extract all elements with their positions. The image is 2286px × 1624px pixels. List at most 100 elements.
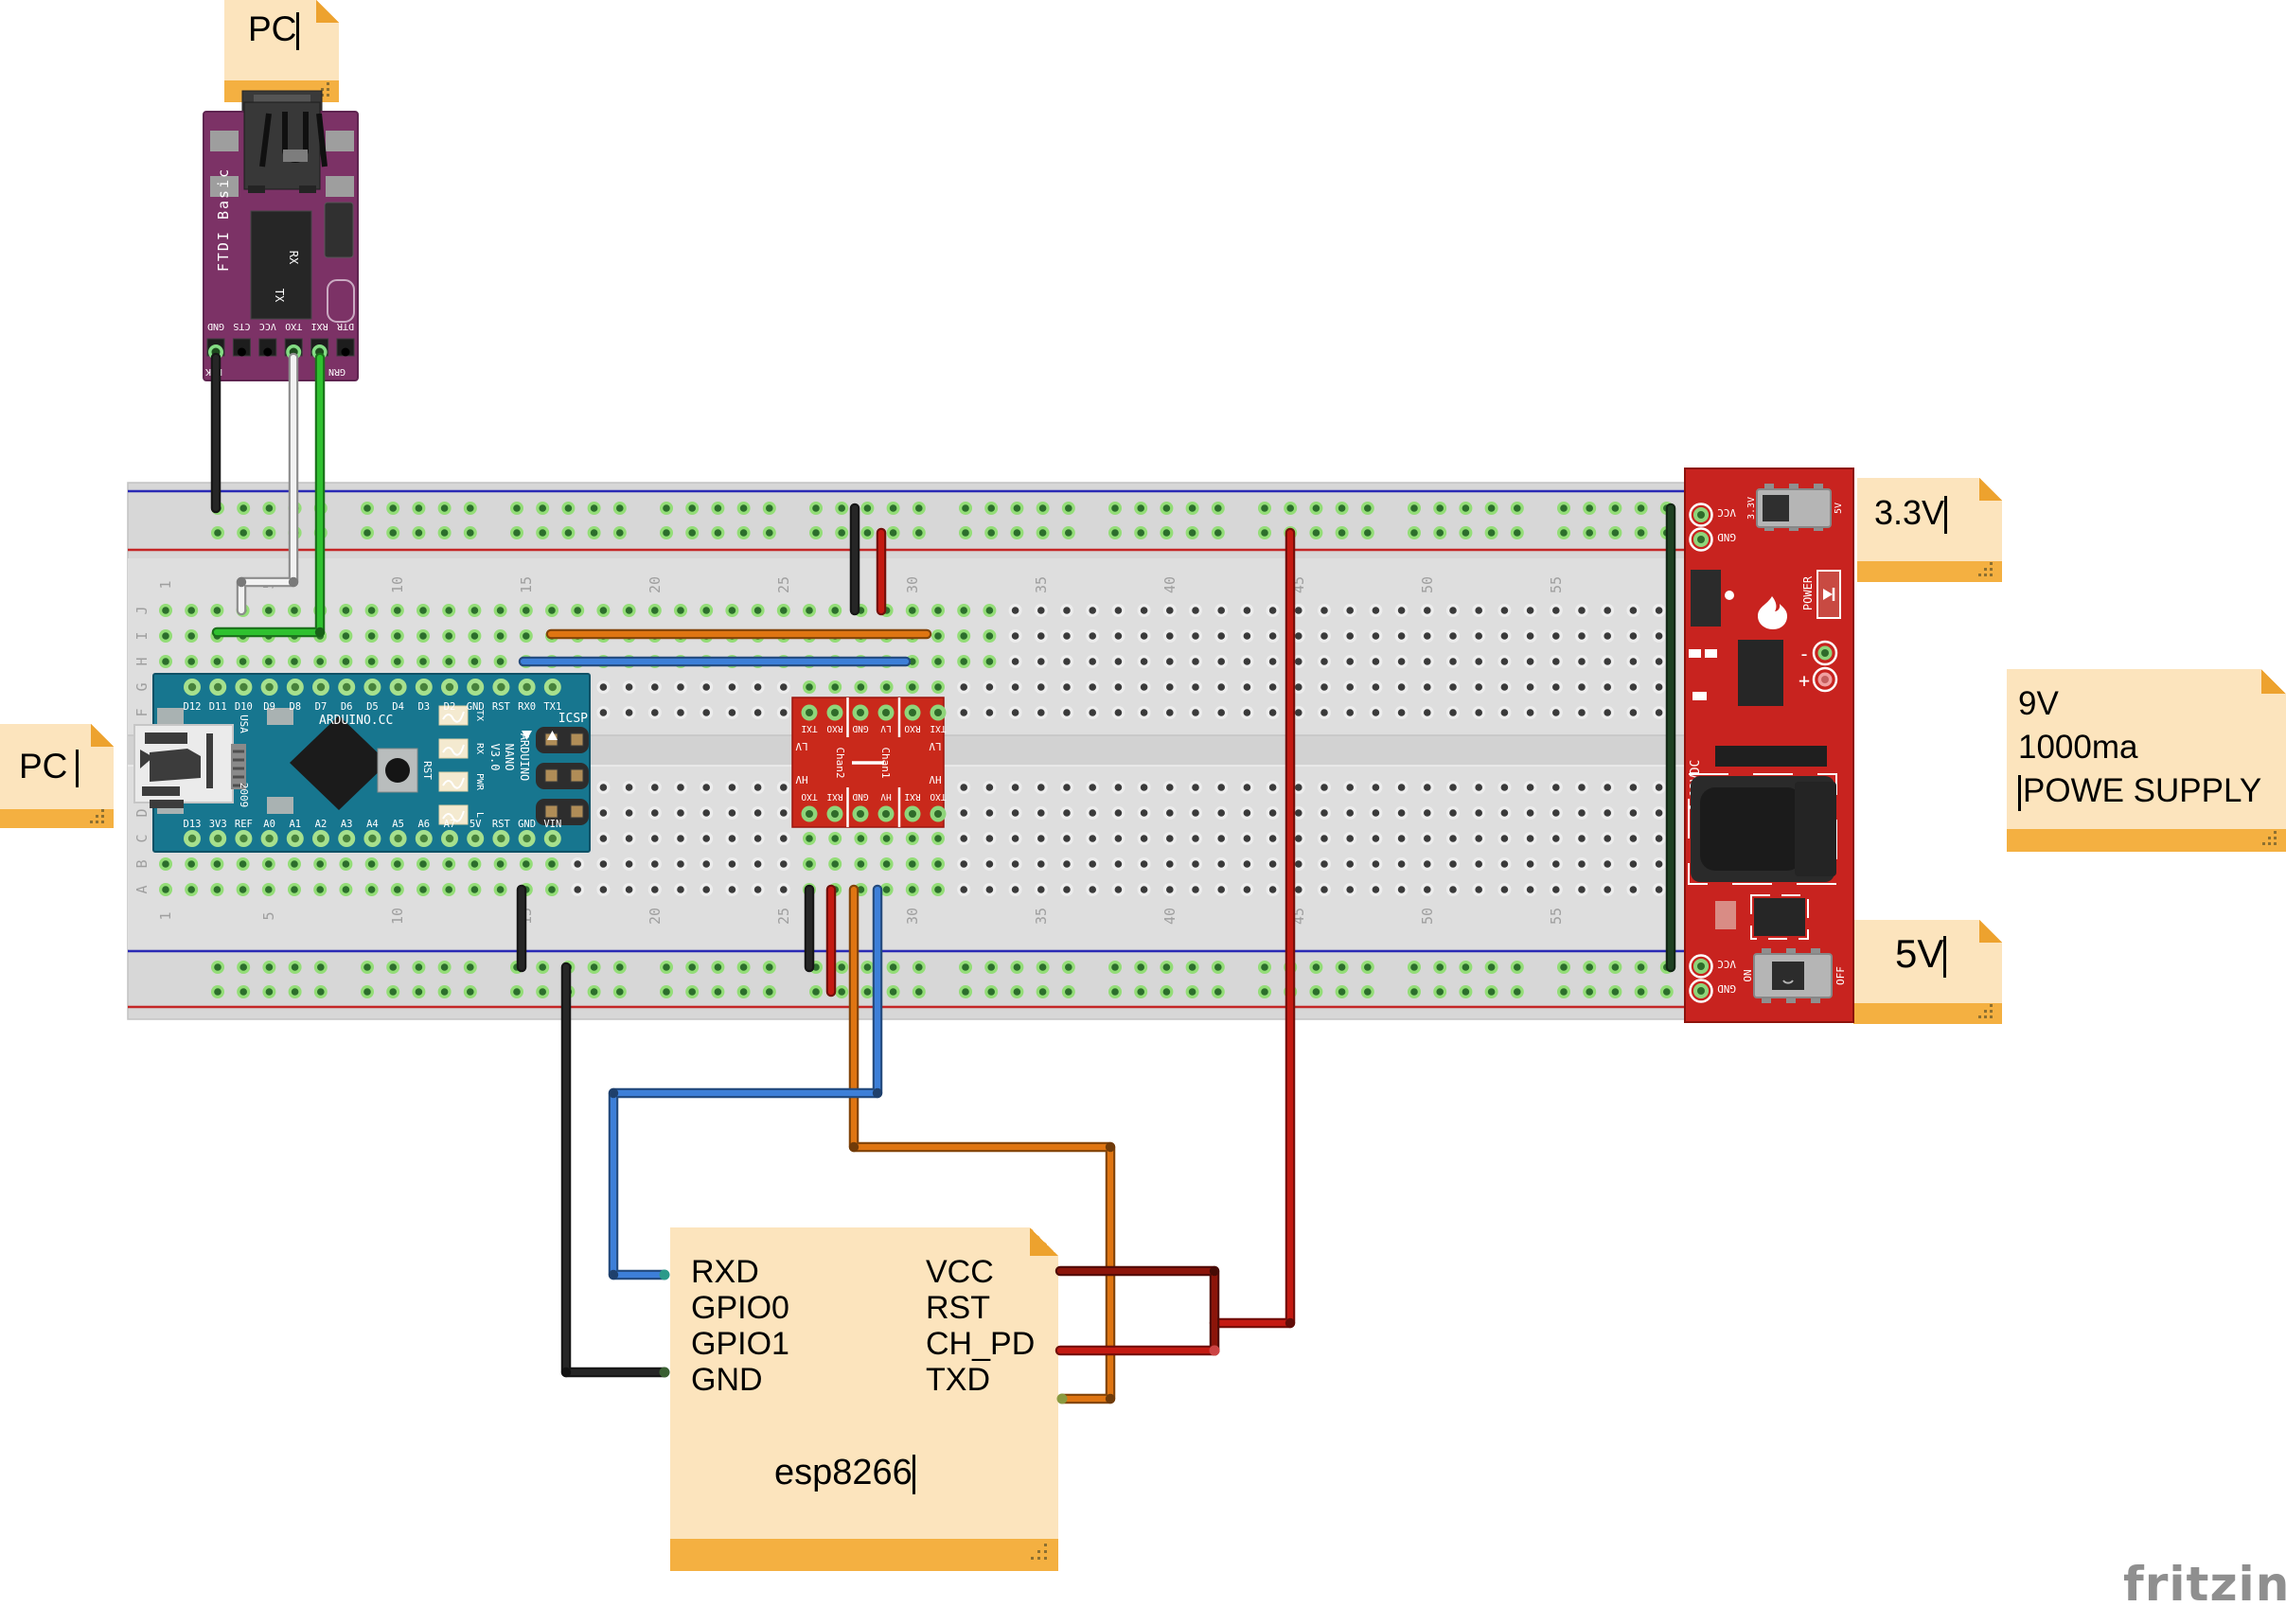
breadboard-power-supply-board[interactable]: VCC GND 3.3V 5V POWER: [1684, 468, 1854, 1023]
nano-year: 2009: [238, 783, 250, 808]
wire-esp-rxd-blue[interactable]: [608, 884, 883, 1280]
column-number: 1: [157, 580, 174, 589]
nano-led-label: L: [474, 812, 485, 818]
ftdi-pin-label: GND: [207, 321, 224, 331]
row-letter: D: [133, 808, 151, 817]
nano-pin-label: D7: [315, 701, 328, 713]
llc-pin-label: HV: [880, 791, 892, 802]
nano-pin-label: GND: [467, 701, 485, 713]
wire-esp-gnd-black[interactable]: [560, 962, 670, 1378]
note-line: POWE SUPPLY: [2018, 769, 2261, 813]
nano-led: [438, 771, 469, 792]
note-pc-left[interactable]: PC: [0, 724, 114, 828]
esp-pin-label: TXD: [926, 1362, 990, 1398]
nano-pin-label: RX0: [518, 701, 536, 713]
note-5v[interactable]: 5V: [1853, 920, 2002, 1024]
note-power-supply[interactable]: 9V 1000ma POWE SUPPLY: [2007, 669, 2286, 852]
nano-led-label: RX: [474, 743, 485, 754]
ftdi-pin-label: CTS: [233, 321, 250, 331]
nano-pin-label: A6: [417, 819, 430, 830]
note-text: PC: [248, 9, 297, 48]
note-strip: [1853, 1003, 2002, 1024]
row-letter: H: [133, 657, 151, 665]
note-strip: [2007, 829, 2286, 852]
wire-esp-vcc-dark-red[interactable]: [1054, 1265, 1220, 1356]
row-letter: J: [133, 606, 151, 614]
breadboard-labels: JIHGFEDCBA115510101515202025253030353540…: [133, 576, 1565, 925]
psu-3v3-label: 3.3V: [1746, 497, 1757, 520]
note-pc-top[interactable]: PC: [224, 0, 339, 102]
psu-vcc-bottom: VCC: [1717, 958, 1736, 970]
llc-pin-label: RXO: [904, 723, 920, 733]
ftdi-title: FTDI Basic: [215, 168, 232, 272]
nano-model-v: V3.0: [488, 744, 502, 771]
voltage-regulator: [1738, 640, 1783, 706]
nano-led: [438, 705, 469, 726]
esp-pin-label: RST: [926, 1290, 990, 1326]
column-number: 15: [518, 576, 535, 593]
llc-chan1: Chan1: [879, 747, 892, 778]
voltage-select-switch[interactable]: [1756, 484, 1832, 531]
psu-input-range: 6-12VDC: [1689, 760, 1703, 812]
wire-ftdi-txo-jumper[interactable]: [236, 352, 299, 616]
wire-esp-chpd-red[interactable]: [1054, 1345, 1220, 1356]
logic-level-converter-board[interactable]: Chan2 Chan1 LV LV HV HV TXITXORXORXIGNDG…: [791, 697, 947, 828]
nano-pin-label: 5V: [470, 819, 482, 830]
nano-pin-label: A3: [341, 819, 353, 830]
nano-pin-label: D10: [235, 701, 253, 713]
power-on-off-switch[interactable]: [1753, 948, 1833, 1003]
wire-vcc-red-tall[interactable]: [1209, 527, 1296, 1329]
wire-ftdi-rxi-jumper[interactable]: [211, 352, 326, 638]
text-cursor: [912, 1454, 915, 1494]
esp-pin-label: RXD: [691, 1254, 759, 1290]
note-line: 9V: [2018, 685, 2059, 722]
ftdi-pin-label: VCC: [259, 321, 276, 331]
column-number: 20: [647, 908, 664, 925]
ftdi-pin: [336, 338, 355, 357]
nano-pin-label: D11: [209, 701, 227, 713]
note-line: 1000ma: [2018, 729, 2138, 766]
breadboard[interactable]: JIHGFEDCBA115510101515202025253030353540…: [127, 482, 1686, 1020]
llc-pin-label: GND: [852, 723, 868, 733]
nano-pin-label: D5: [366, 701, 379, 713]
note-fold: [1979, 478, 2002, 501]
nano-mcu-chip: [290, 715, 388, 810]
nano-pin-label: REF: [235, 819, 253, 830]
breadboard-holes[interactable]: [159, 502, 1674, 998]
column-number: 35: [1033, 908, 1050, 925]
nano-reset-label: RST: [421, 761, 434, 780]
psu-plus-label: +: [1799, 669, 1810, 692]
text-cursor: [1944, 496, 1948, 535]
note-strip: [0, 809, 114, 828]
column-number: 20: [647, 576, 664, 593]
note-grip: [1044, 1557, 1047, 1560]
ftdi-corner-grn: GRN: [328, 366, 346, 377]
nano-model-nano: NANO: [503, 744, 516, 771]
note-fold: [91, 724, 114, 747]
ftdi-pin-label: TXO: [285, 321, 302, 331]
esp-pin-label: GND: [691, 1362, 763, 1398]
note-text: PC: [19, 747, 68, 786]
note-grip: [1990, 1015, 1993, 1018]
nano-pin-label: A0: [263, 819, 275, 830]
nano-pin-label: RST: [492, 819, 511, 830]
ftdi-pin: [206, 338, 225, 357]
icsp-header[interactable]: [536, 727, 589, 825]
nano-led: [438, 738, 469, 759]
nano-pin-label: A7: [444, 819, 456, 830]
note-3v3[interactable]: 3.3V: [1857, 478, 2002, 582]
ftdi-pin-label: DTR: [336, 321, 354, 331]
text-cursor: [76, 750, 80, 788]
reset-button[interactable]: [377, 748, 418, 793]
note-text: 5V: [1895, 931, 1944, 976]
nano-pin-label: D6: [341, 701, 353, 713]
row-letter: I: [133, 631, 151, 640]
nano-led-label: TX: [474, 710, 485, 721]
